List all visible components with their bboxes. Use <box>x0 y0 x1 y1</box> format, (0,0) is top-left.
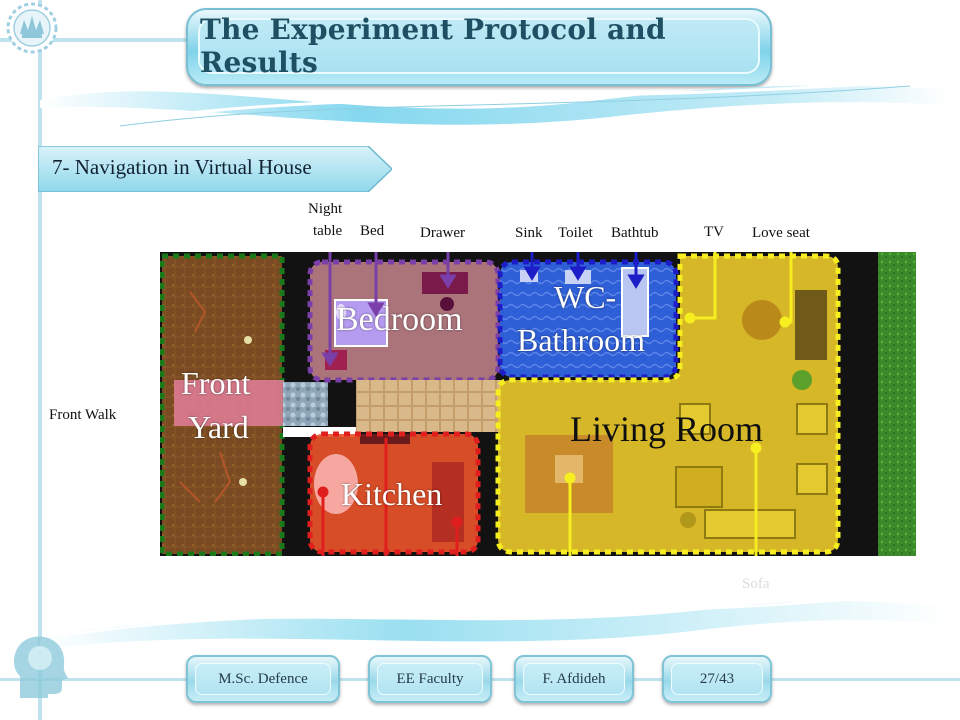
footer-defence-label: M.Sc. Defence <box>195 663 331 695</box>
frame-top-line <box>0 38 200 42</box>
callout-tv: TV <box>704 224 724 240</box>
title-banner: The Experiment Protocol and Results <box>186 8 772 86</box>
callout-lines-bedroom <box>321 252 457 367</box>
room-label-wc-line2: Bathroom <box>517 322 645 358</box>
callout-toilet: Toilet <box>558 225 593 241</box>
callout-lines-living <box>564 252 793 556</box>
room-label-living: Living Room <box>570 409 764 449</box>
bottom-swoosh-decoration <box>40 592 950 650</box>
footer-page-number: 27/43 <box>671 663 763 695</box>
footer-defence-button[interactable]: M.Sc. Defence <box>186 655 340 703</box>
bathroom-area <box>497 259 679 380</box>
callout-lines-bathroom <box>523 252 645 289</box>
section-heading: 7- Navigation in Virtual House <box>52 155 312 179</box>
callout-night-table-line1: Night <box>308 201 343 217</box>
callout-sink: Sink <box>515 225 543 241</box>
top-swoosh-decoration <box>40 80 950 127</box>
kitchen-area <box>307 431 481 555</box>
university-emblem-icon <box>6 2 58 54</box>
room-label-wc-line1: WC- <box>554 279 617 315</box>
floor-plan <box>160 252 916 556</box>
callout-night-table-line2: table <box>313 223 343 239</box>
callout-lines-kitchen <box>317 438 463 556</box>
footer-author-button[interactable]: F. Afdideh <box>514 655 634 703</box>
callout-bathtub: Bathtub <box>611 225 659 241</box>
footer-faculty-button[interactable]: EE Faculty <box>368 655 492 703</box>
title-inner: The Experiment Protocol and Results <box>198 13 760 79</box>
footer-page-button[interactable]: 27/43 <box>662 655 772 703</box>
room-label-front-line2: Yard <box>188 409 249 445</box>
callout-front-walk: Front Walk <box>49 407 117 423</box>
footer-author-label: F. Afdideh <box>523 663 625 695</box>
room-label-kitchen: Kitchen <box>341 476 443 512</box>
page-title: The Experiment Protocol and Results <box>200 13 666 79</box>
footer-faculty-label: EE Faculty <box>377 663 483 695</box>
callout-drawer: Drawer <box>420 225 465 241</box>
section-tag-shape <box>38 146 392 192</box>
callout-bed: Bed <box>360 223 385 239</box>
callout-love-seat: Love seat <box>752 225 810 241</box>
room-label-bedroom: Bedroom <box>336 301 463 338</box>
frame-vertical-line <box>38 0 42 720</box>
living-room-area <box>495 253 841 555</box>
callout-sofa: Sofa <box>742 576 770 592</box>
room-label-front-line1: Front <box>181 365 251 401</box>
head-silhouette-icon <box>14 636 68 698</box>
